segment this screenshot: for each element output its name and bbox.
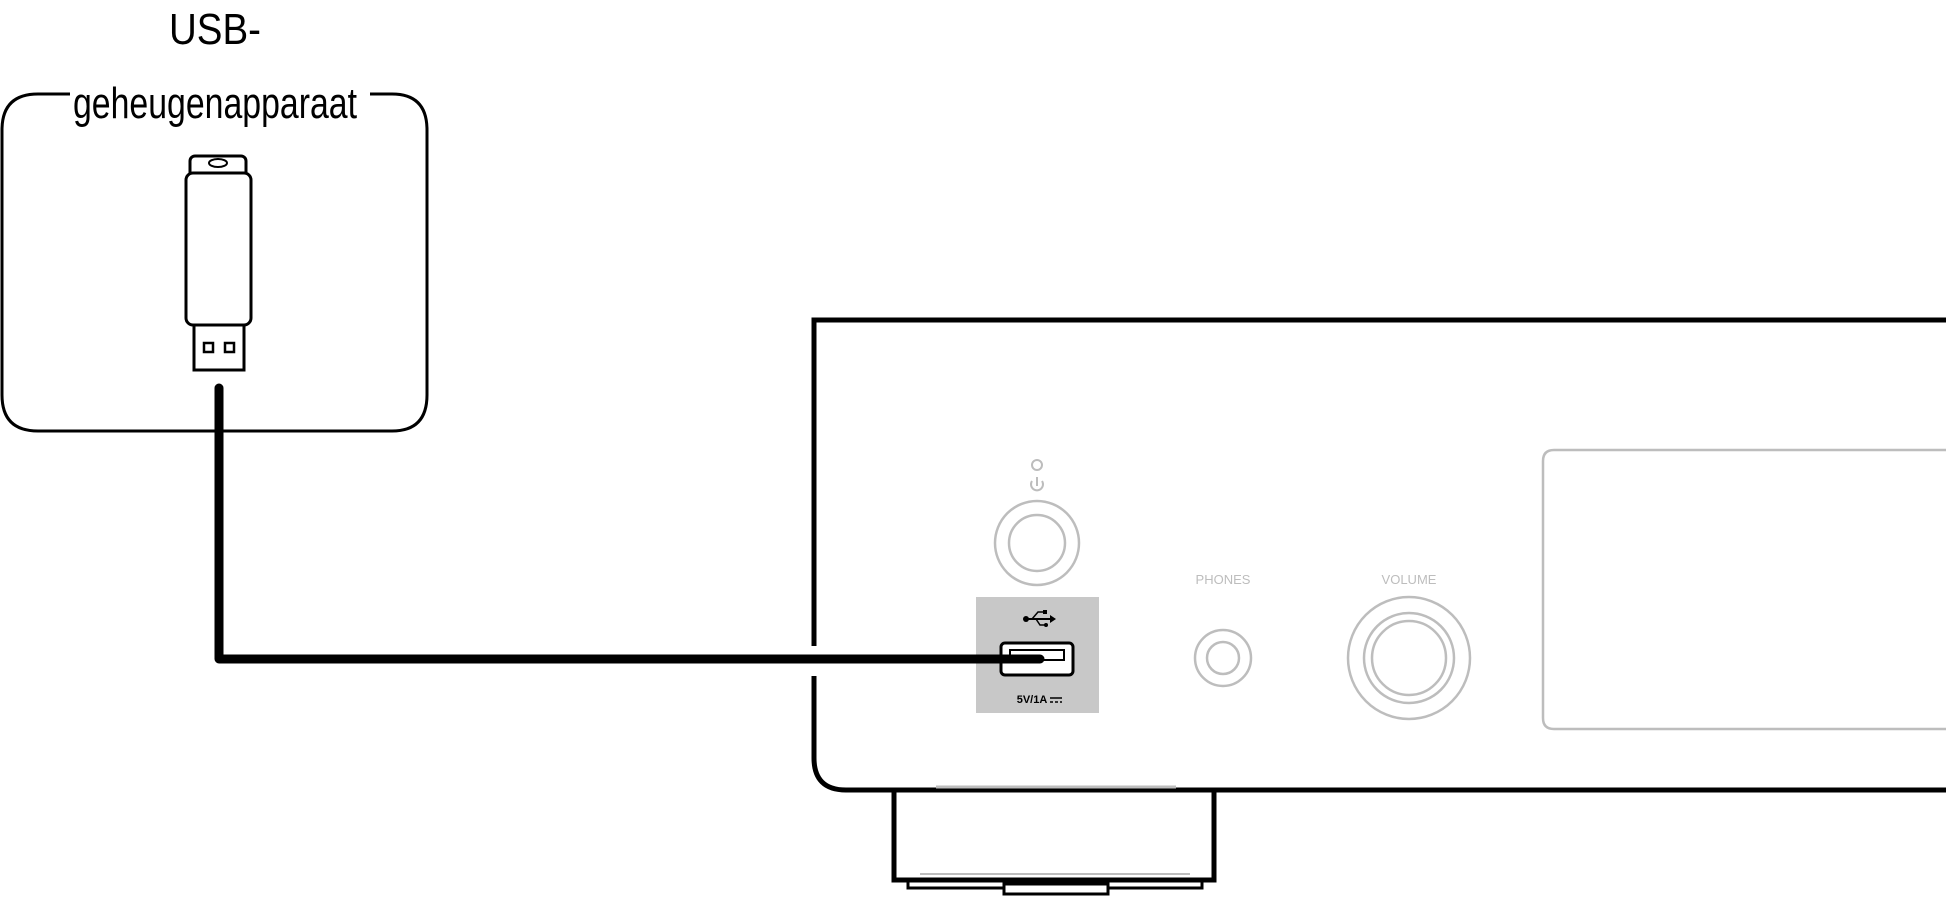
usb-device-callout: USB- geheugenapparaat [0,5,429,433]
volume-label: VOLUME [1382,572,1437,587]
usb-flash-drive-icon [184,154,253,372]
panel-body-outline [811,317,1946,793]
phones-label: PHONES [1196,572,1251,587]
callout-title-line1: USB- [169,5,261,54]
usb-symbol-icon [1023,610,1056,627]
volume-knob[interactable] [1346,595,1472,721]
usb-rating-label: 5V/1A [1017,694,1048,706]
power-button[interactable] [993,499,1081,587]
player-front-panel: 5V/1A PHONES VOLUME [811,317,1946,896]
disc-tray-foot [891,792,1217,896]
usb-cable [214,383,1045,676]
power-indicator-icon [1031,459,1043,471]
power-symbol-icon [1030,477,1044,492]
callout-title-line2: geheugenapparaat [73,79,357,128]
phones-jack[interactable] [1193,628,1253,688]
display-window [1541,448,1946,731]
dc-symbol-icon [1050,697,1062,703]
